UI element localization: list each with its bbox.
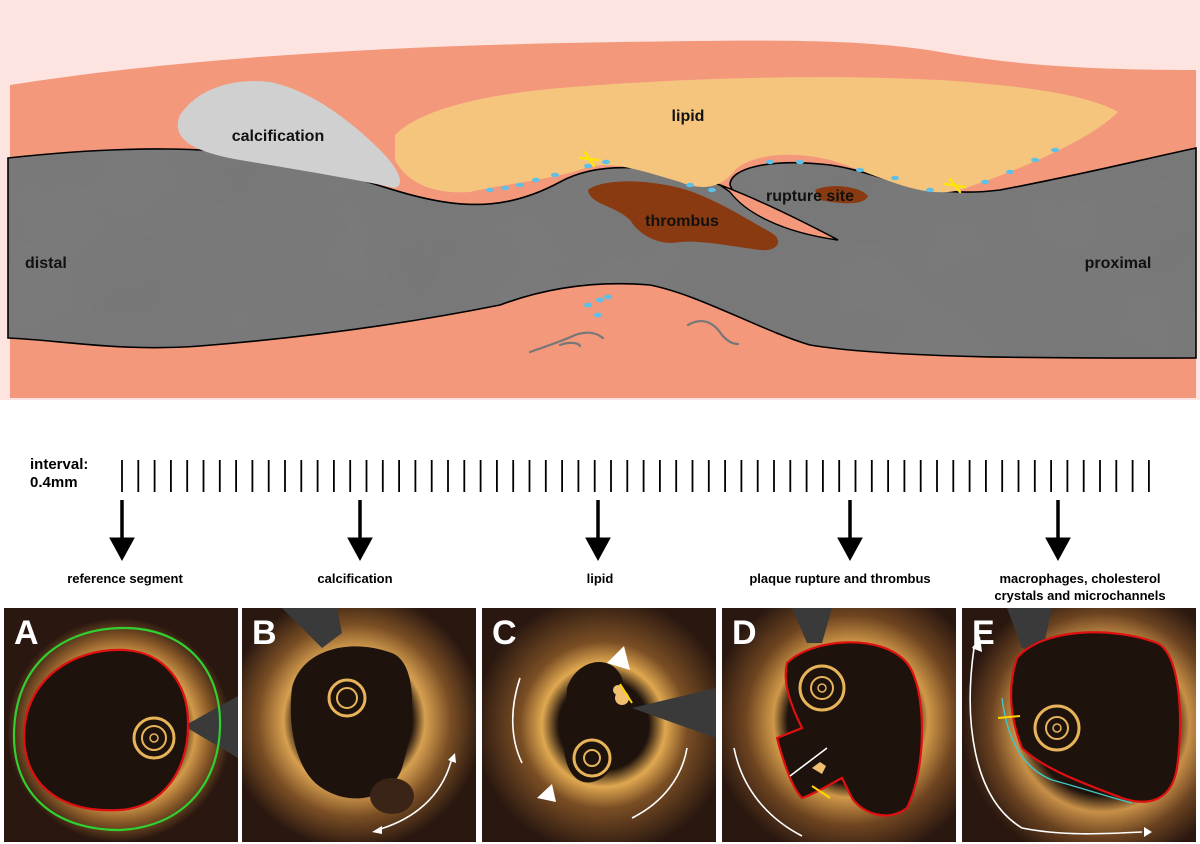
pointer-arrows xyxy=(109,500,1071,562)
arrow-down-icon xyxy=(347,500,373,562)
caption-plaque-rupture: plaque rupture and thrombus xyxy=(749,571,931,586)
oct-panel-a: A xyxy=(4,608,238,842)
caption-calcification: calcification xyxy=(317,571,393,586)
arrow-down-icon xyxy=(837,500,863,562)
caption-lipid: lipid xyxy=(586,571,614,586)
vessel-schematic: calcification lipid thrombus rupture sit… xyxy=(0,0,1200,400)
arrow-down-icon xyxy=(1045,500,1071,562)
panel-letter-d: D xyxy=(732,614,757,652)
label-thrombus: thrombus xyxy=(645,213,719,230)
interval-line2: 0.4mm xyxy=(30,474,78,491)
oct-panel-d: D xyxy=(722,608,956,842)
interval-label: interval: 0.4mm xyxy=(30,456,88,492)
oct-panel-b: B xyxy=(242,608,476,842)
interval-ruler xyxy=(121,460,1150,492)
caption-crystals-microchannels: crystals and microchannels xyxy=(994,588,1166,603)
caption-macrophages: macrophages, cholesterol xyxy=(999,571,1161,586)
label-rupture-site: rupture site xyxy=(766,188,854,205)
label-calcification: calcification xyxy=(232,128,324,145)
macrophages xyxy=(486,147,1059,318)
thrombus-small xyxy=(815,186,868,204)
oct-panel-c: C xyxy=(482,608,716,842)
microchannels xyxy=(528,320,740,354)
label-distal: distal xyxy=(25,255,67,272)
lumen-outline xyxy=(7,147,1197,359)
interval-line1: interval: xyxy=(30,456,89,473)
arrow-down-icon xyxy=(585,500,611,562)
calcification-region xyxy=(177,80,400,188)
cholesterol-crystals xyxy=(578,150,967,194)
label-lipid: lipid xyxy=(672,108,705,125)
panel-letter-b: B xyxy=(252,614,277,652)
rupture-flap xyxy=(719,184,839,241)
thrombus xyxy=(588,181,779,251)
arrow-down-icon xyxy=(109,500,135,562)
lipid-pool xyxy=(395,77,1118,193)
oct-panel-e: E xyxy=(962,608,1196,842)
label-proximal: proximal xyxy=(1085,255,1152,272)
panel-letter-a: A xyxy=(14,614,39,652)
panel-letter-e: E xyxy=(972,614,995,652)
panel-letter-c: C xyxy=(492,614,517,652)
caption-reference-segment: reference segment xyxy=(67,571,183,586)
